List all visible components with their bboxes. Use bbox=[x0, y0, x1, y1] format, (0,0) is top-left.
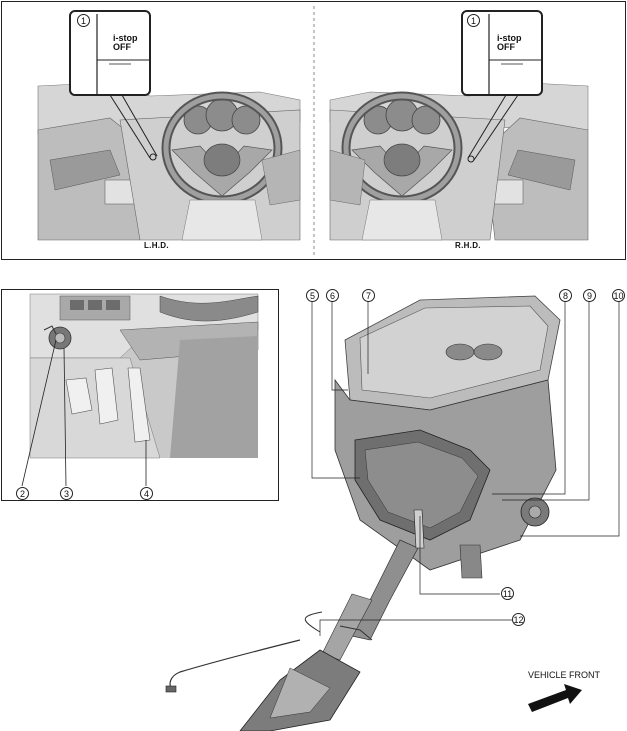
callout-1-lhd: 1 bbox=[77, 14, 90, 27]
callout-10: 10 bbox=[612, 289, 625, 302]
callout-3: 3 bbox=[60, 487, 73, 500]
switch-label-line2: OFF bbox=[113, 42, 131, 52]
callout-9: 9 bbox=[583, 289, 596, 302]
pedal-area-illustration bbox=[21, 293, 259, 487]
lhd-dashboard-illustration bbox=[37, 81, 301, 241]
callout-7: 7 bbox=[362, 289, 375, 302]
switch-label-line2: OFF bbox=[497, 42, 515, 52]
vehicle-front-arrow bbox=[528, 684, 582, 712]
switch-label-line1: i-stop bbox=[497, 33, 522, 43]
callout-5: 5 bbox=[306, 289, 319, 302]
vehicle-front-label: VEHICLE FRONT bbox=[528, 670, 601, 680]
switch-label-line1: i-stop bbox=[113, 33, 138, 43]
caption-lhd: L.H.D. bbox=[144, 241, 169, 250]
callout-4: 4 bbox=[140, 487, 153, 500]
callout-11: 11 bbox=[501, 587, 514, 600]
callout-1-rhd: 1 bbox=[467, 14, 480, 27]
callout-8: 8 bbox=[559, 289, 572, 302]
callout-6: 6 bbox=[326, 289, 339, 302]
rhd-dashboard-illustration bbox=[329, 81, 589, 241]
engine-illustration bbox=[165, 295, 620, 731]
caption-rhd: R.H.D. bbox=[455, 241, 481, 250]
callout-12: 12 bbox=[512, 613, 525, 626]
callout-2: 2 bbox=[16, 487, 29, 500]
pedal-area-panel bbox=[1, 289, 279, 501]
